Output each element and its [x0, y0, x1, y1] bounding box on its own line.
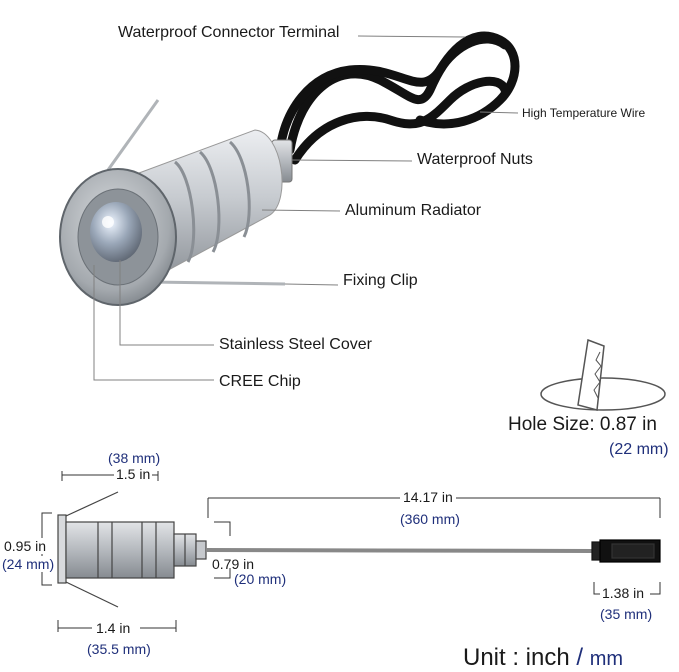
- dim-connector-mm: (35 mm): [600, 606, 653, 622]
- drawing-connector: [591, 541, 601, 561]
- unit-mm: mm: [589, 648, 624, 670]
- dim-body-width-mm: (35.5 mm): [87, 641, 151, 657]
- unit-legend: Unit : inch / mm: [463, 644, 623, 672]
- dim-height-inch: 0.95 in: [4, 538, 47, 554]
- dim-cable-length-inch: 14.17 in: [400, 489, 456, 505]
- cree-chip-lens: [90, 202, 142, 262]
- product-photo: [59, 31, 520, 306]
- fixing-clip-top: [106, 99, 160, 171]
- dim-nut-mm: (20 mm): [234, 571, 287, 587]
- label-aluminum-radiator: Aluminum Radiator: [345, 202, 482, 219]
- hole-size-label: Hole Size: 0.87 in: [508, 414, 657, 436]
- drawing-flange: [57, 514, 67, 584]
- unit-label: Unit : inch: [463, 644, 570, 671]
- label-high-temperature-wire: High Temperature Wire: [522, 106, 646, 120]
- drawing-body: [65, 521, 175, 579]
- dim-top-width-mm: (38 mm): [108, 450, 161, 466]
- label-stainless-steel-cover: Stainless Steel Cover: [219, 336, 372, 353]
- label-cree-chip: CREE Chip: [219, 373, 301, 390]
- label-fixing-clip: Fixing Clip: [343, 272, 418, 289]
- hole-size-figure: [540, 338, 666, 411]
- dim-cable-length-mm: (360 mm): [400, 511, 460, 527]
- dim-top-width-inch: 1.5 in: [114, 466, 153, 482]
- dim-nut-inch: 0.79 in: [212, 556, 255, 572]
- hole-size-caption: Hole Size:: [508, 414, 595, 435]
- label-waterproof-connector-terminal: Waterproof Connector Terminal: [118, 24, 340, 41]
- unit-slash: /: [576, 644, 584, 671]
- hole-size-inch: 0.87 in: [599, 414, 657, 435]
- hole-size-mm: (22 mm): [609, 441, 669, 458]
- dim-connector-inch: 1.38 in: [602, 585, 645, 601]
- dimension-drawing: [57, 491, 661, 608]
- dim-height-mm: (24 mm): [2, 556, 55, 572]
- fixing-clip-bottom: [149, 280, 286, 286]
- dim-body-width-inch: 1.4 in: [96, 620, 131, 636]
- label-waterproof-nuts: Waterproof Nuts: [417, 151, 533, 168]
- leader-lines: [93, 35, 519, 381]
- drawing-cable: [205, 548, 593, 553]
- cable: [275, 31, 520, 165]
